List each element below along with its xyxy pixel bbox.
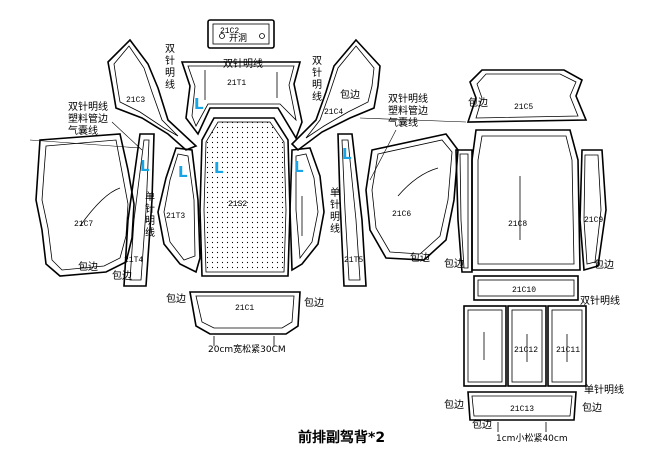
l-mark-1: L (194, 95, 204, 113)
note-shuangzhen-v2: 双 针 明 线 (312, 55, 322, 103)
piece-21c10: 21C10 (473, 275, 579, 301)
svg-text:针: 针 (165, 54, 175, 67)
note-elastic-c13: 1cm小松紧40cm (496, 432, 568, 444)
note-kaidong: 开洞 (229, 33, 247, 44)
note-baobian-9: 包边 (594, 258, 614, 271)
note-danzhen-v2: 单 针 明 线 (330, 187, 340, 235)
note-danzhen-c13: 单针明线 (584, 383, 624, 396)
piece-21t4: 21T4 (123, 133, 155, 287)
svg-text:双: 双 (312, 55, 322, 67)
svg-text:线: 线 (165, 78, 175, 91)
label-21c5: 21C5 (514, 103, 533, 112)
svg-text:塑料管边: 塑料管边 (388, 104, 428, 117)
l-mark-3: L (178, 163, 188, 181)
svg-text:塑料管边: 塑料管边 (68, 112, 108, 125)
piece-21c6: 21C6 (365, 133, 459, 261)
l-mark-4: L (214, 159, 224, 177)
piece-21c13: 21C13 (467, 391, 577, 432)
label-21t5: 21T5 (344, 256, 363, 265)
svg-text:线: 线 (330, 222, 340, 235)
label-21c10: 21C10 (512, 286, 536, 295)
piece-left-panel (463, 305, 507, 387)
note-baobian-5: 包边 (166, 292, 186, 305)
note-right: 双针明线 塑料管边 气囊线 (359, 92, 467, 181)
label-21c11: 21C11 (556, 346, 580, 355)
svg-text:针: 针 (145, 202, 155, 215)
note-baobian-8: 包边 (444, 257, 464, 270)
note-baobian-1: 包边 (340, 88, 360, 101)
svg-text:线: 线 (145, 226, 155, 239)
label-21t4: 21T4 (124, 256, 143, 265)
note-shuangzhen-top: 双针明线 (223, 57, 263, 70)
note-baobian-3: 包边 (78, 260, 98, 273)
note-baobian-2: 包边 (468, 96, 488, 109)
svg-text:针: 针 (312, 66, 322, 79)
note-baobian-4: 包边 (112, 269, 132, 282)
label-21t3: 21T3 (166, 212, 185, 221)
piece-21c8-left-strip (455, 149, 473, 273)
svg-text:双针明线: 双针明线 (388, 92, 428, 105)
piece-21c7: 21C7 (35, 133, 135, 277)
label-21c9: 21C9 (584, 216, 603, 225)
svg-text:线: 线 (312, 90, 322, 103)
piece-21c8: 21C8 (471, 129, 581, 271)
label-21c4: 21C4 (324, 108, 343, 117)
svg-text:单: 单 (330, 187, 340, 199)
svg-text:明: 明 (330, 211, 340, 223)
label-21c13: 21C13 (510, 405, 534, 414)
label-21c3: 21C3 (126, 96, 145, 105)
svg-text:气囊线: 气囊线 (68, 124, 98, 137)
svg-text:双: 双 (165, 43, 175, 55)
note-baobian-7: 包边 (410, 251, 430, 264)
piece-21t1: 21T1 (180, 61, 303, 140)
l-mark-2: L (140, 157, 150, 175)
piece-21t5: 21T5 (337, 133, 367, 287)
l-mark-6: L (342, 145, 352, 163)
note-shuangzhen-c10: 双针明线 (580, 294, 620, 307)
piece-21t3: 21T3 (157, 147, 201, 274)
l-mark-5: L (294, 158, 304, 176)
piece-21c1: 21C1 (189, 291, 301, 346)
piece-21c9: 21C9 (579, 149, 607, 272)
note-baobian-6: 包边 (304, 296, 324, 309)
svg-text:双针明线: 双针明线 (68, 100, 108, 113)
svg-text:明: 明 (165, 67, 175, 79)
piece-21c4: 21C4 (290, 38, 381, 152)
label-21t1: 21T1 (227, 79, 246, 88)
label-21c8: 21C8 (508, 220, 527, 229)
label-21c1: 21C1 (235, 304, 254, 313)
note-elastic-c1: 20cm宽松紧30CM (208, 343, 286, 355)
piece-21c3: 21C3 (107, 38, 198, 151)
note-left: 双针明线 塑料管边 气囊线 (29, 100, 143, 151)
piece-21s2-side (289, 147, 325, 272)
piece-21c2: 21C2 开洞 (207, 19, 275, 49)
page-title: 前排副驾背*2 (298, 429, 385, 446)
piece-21c11: 21C11 (547, 305, 587, 387)
svg-text:明: 明 (312, 79, 322, 91)
svg-text:明: 明 (145, 215, 155, 227)
piece-21s2: 21S2 (199, 117, 291, 277)
note-baobian-10: 包边 (444, 398, 464, 411)
piece-21c12: 21C12 (507, 305, 547, 387)
note-danzhen-v1: 单 针 明 线 (145, 191, 155, 239)
svg-text:单: 单 (145, 191, 155, 203)
label-21c6: 21C6 (392, 210, 411, 219)
svg-text:气囊线: 气囊线 (388, 116, 418, 129)
note-baobian-11: 包边 (582, 401, 602, 414)
svg-text:针: 针 (330, 198, 340, 211)
label-21c12: 21C12 (514, 346, 538, 355)
note-baobian-12: 包边 (472, 418, 492, 431)
label-21s2: 21S2 (228, 200, 247, 209)
label-21c2: 21C2 (220, 27, 239, 36)
label-21c7: 21C7 (74, 220, 93, 229)
note-shuangzhen-v1: 双 针 明 线 (165, 43, 175, 91)
piece-21c5: 21C5 (466, 69, 588, 123)
